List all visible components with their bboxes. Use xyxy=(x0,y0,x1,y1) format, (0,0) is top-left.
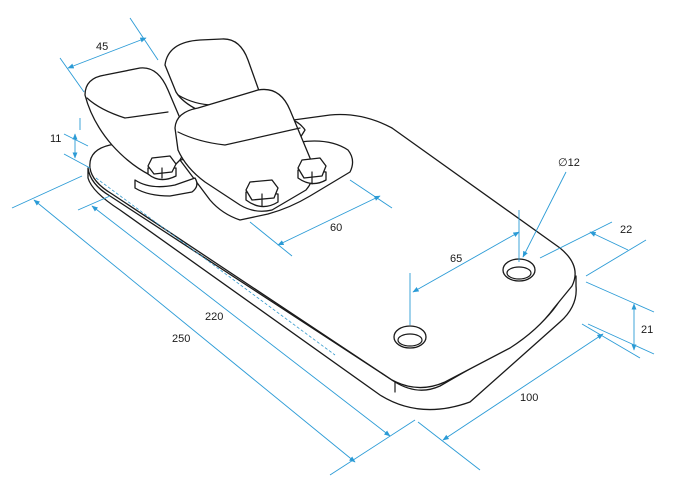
dim-line-60 xyxy=(277,195,381,246)
dim-label-220: 220 xyxy=(205,311,223,323)
dim-label-12: ∅12 xyxy=(558,157,580,169)
dimensions: 250 220 100 21 22 65 60 45 xyxy=(11,17,655,476)
hex-nut-right xyxy=(297,157,327,185)
dim-label-65: 65 xyxy=(450,253,462,265)
dim-line-220 xyxy=(91,205,391,437)
ext-22-a xyxy=(539,221,613,259)
ext-250-a xyxy=(11,175,83,209)
ext-21-a xyxy=(585,281,655,313)
pedal-left-mount xyxy=(134,177,198,197)
ext-250-b xyxy=(329,419,416,476)
mounting-hole-front xyxy=(393,325,427,349)
dim-line-22 xyxy=(589,231,629,251)
dim-line-65 xyxy=(412,231,520,293)
mounting-hole-front-inner xyxy=(397,333,423,347)
dim-label-100: 100 xyxy=(520,392,538,404)
ext-220-a xyxy=(77,195,111,211)
hex-nut-middle xyxy=(245,179,279,208)
dim-label-21: 21 xyxy=(641,324,653,336)
dim-leader-12 xyxy=(522,171,567,258)
dim-line-100 xyxy=(442,333,604,441)
dim-label-11: 11 xyxy=(50,133,61,145)
dim-label-45: 45 xyxy=(96,41,108,53)
ext-100-b xyxy=(581,323,641,359)
ext-100-a xyxy=(417,421,481,471)
pedal-front-fold xyxy=(177,127,301,146)
hex-nut-left xyxy=(147,155,177,181)
pedal-left-fold xyxy=(86,97,169,119)
ext-60-a xyxy=(249,221,293,257)
ext-45-a xyxy=(59,57,85,93)
dim-line-45 xyxy=(67,37,147,69)
ext-21-b xyxy=(587,323,655,355)
ext-60-b xyxy=(349,179,393,209)
dim-label-22: 22 xyxy=(620,224,632,236)
dim-label-60: 60 xyxy=(330,222,342,234)
dim-label-250: 250 xyxy=(172,333,190,345)
ext-11-b xyxy=(63,153,91,169)
ext-22-b xyxy=(585,239,647,277)
ext-11-a xyxy=(63,133,89,147)
